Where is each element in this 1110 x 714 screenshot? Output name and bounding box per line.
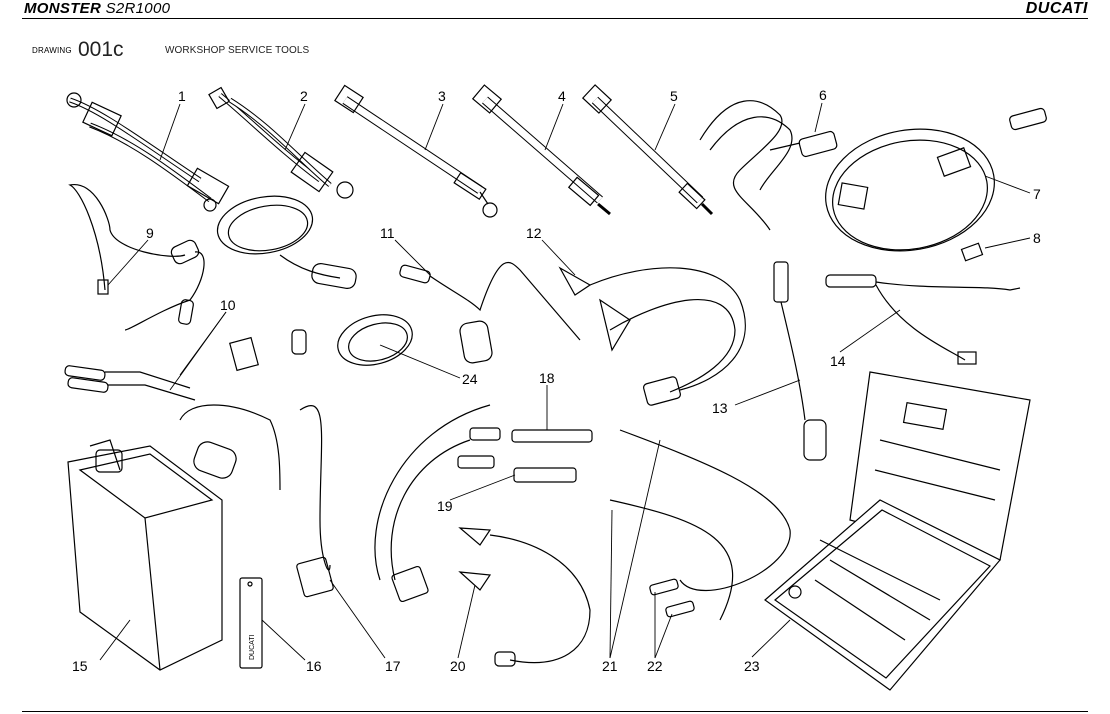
callout-7: 7 bbox=[1033, 186, 1041, 202]
tool-17-cable-plug bbox=[179, 404, 334, 598]
tool-16-stamp-tag: DUCATI bbox=[239, 577, 263, 669]
callout-numbers: 1 2 3 4 5 6 7 8 9 10 11 12 13 14 15 16 1… bbox=[72, 87, 1041, 674]
callout-15: 15 bbox=[72, 658, 88, 674]
callout-6: 6 bbox=[819, 87, 827, 103]
tool-14-lead bbox=[825, 274, 1021, 365]
brand-logo-text: DUCATI bbox=[1025, 0, 1088, 17]
callout-23: 23 bbox=[744, 658, 760, 674]
tool-8-fitting bbox=[960, 242, 984, 262]
callout-24: 24 bbox=[462, 371, 478, 387]
drawing-number: 001c bbox=[78, 38, 124, 61]
callout-2: 2 bbox=[300, 88, 308, 104]
tool-15-carry-case bbox=[67, 439, 223, 671]
page-header: MONSTER S2R1000 DUCATI bbox=[0, 0, 1110, 20]
tool-22-adapters bbox=[649, 578, 695, 618]
drawing-label: DRAWING bbox=[32, 46, 72, 55]
tool-20-clamp-leads bbox=[458, 527, 591, 667]
footer-rule bbox=[22, 711, 1088, 712]
callout-10: 10 bbox=[220, 297, 236, 313]
callout-21: 21 bbox=[602, 658, 618, 674]
callout-5: 5 bbox=[670, 88, 678, 104]
tool-12-clamp-leads bbox=[558, 266, 746, 406]
tool-5-probe-rod bbox=[581, 84, 714, 216]
callout-1: 1 bbox=[178, 88, 186, 104]
tool-24-coiled-lead bbox=[216, 195, 413, 372]
tool-11-needle-probe bbox=[399, 261, 581, 364]
callout-3: 3 bbox=[438, 88, 446, 104]
tool-2-hose-adapter bbox=[208, 86, 354, 199]
tool-3-probe-rod bbox=[334, 84, 498, 218]
callout-14: 14 bbox=[830, 353, 846, 369]
callout-12: 12 bbox=[526, 225, 542, 241]
tool-18-connector bbox=[469, 427, 593, 443]
model-name-variant: S2R1000 bbox=[105, 0, 171, 17]
callout-19: 19 bbox=[437, 498, 453, 514]
tool-9-lead bbox=[68, 184, 205, 331]
stamp-label: DUCATI bbox=[249, 634, 256, 660]
model-name-bold: MONSTER bbox=[24, 0, 102, 17]
tool-1-hose-adapter bbox=[66, 92, 230, 212]
tool-7-coiled-cable bbox=[825, 107, 1047, 252]
model-name: MONSTER S2R1000 bbox=[24, 0, 170, 17]
callout-11: 11 bbox=[380, 225, 395, 241]
tool-19-connector bbox=[457, 455, 577, 483]
tool-4-probe-rod bbox=[471, 84, 611, 216]
tool-13-lighter-plug bbox=[773, 261, 827, 461]
callout-4: 4 bbox=[558, 88, 566, 104]
callout-16: 16 bbox=[306, 658, 322, 674]
callout-leaders bbox=[99, 102, 1031, 661]
tool-23-tool-kit-case bbox=[764, 371, 1031, 691]
header-rule bbox=[22, 18, 1088, 19]
callout-17: 17 bbox=[385, 658, 401, 674]
callout-9: 9 bbox=[146, 225, 154, 241]
drawing-title: WORKSHOP SERVICE TOOLS bbox=[165, 45, 310, 56]
tool-21-cable-assembly bbox=[374, 404, 791, 621]
tool-6-test-leads bbox=[699, 100, 838, 231]
callout-20: 20 bbox=[450, 658, 466, 674]
callout-8: 8 bbox=[1033, 230, 1041, 246]
tool-10-alligator-leads bbox=[64, 365, 196, 401]
callout-13: 13 bbox=[712, 400, 728, 416]
callout-22: 22 bbox=[647, 658, 663, 674]
callout-18: 18 bbox=[539, 370, 555, 386]
